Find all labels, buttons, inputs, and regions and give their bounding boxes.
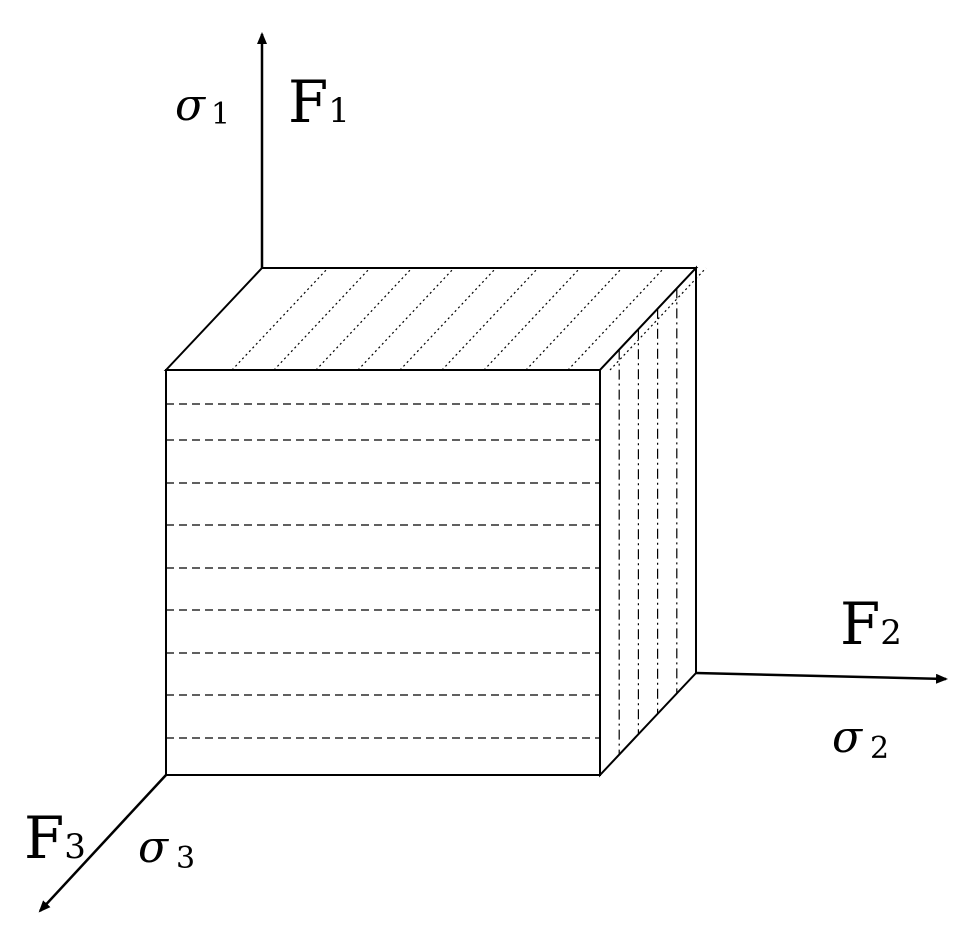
top-hatch-line — [609, 267, 707, 371]
top-face-dotted-lines — [231, 267, 707, 371]
force-1-label: F1 — [288, 68, 350, 136]
cube-front-face — [165, 369, 601, 776]
force-3-label: F3 — [24, 804, 86, 872]
top-hatch-line — [399, 267, 497, 371]
top-hatch-line — [567, 267, 665, 371]
top-hatch-line — [483, 267, 581, 371]
top-hatch-line — [315, 267, 413, 371]
axis-3-arrow — [38, 774, 167, 913]
top-hatch-line — [273, 267, 371, 371]
top-hatch-line — [357, 267, 455, 371]
top-hatch-line — [231, 267, 329, 371]
top-hatch-line — [441, 267, 539, 371]
force-2-label: F2 — [840, 590, 902, 658]
right-face-dashdot-lines — [618, 288, 678, 755]
top-hatch-line — [525, 267, 623, 371]
cube — [163, 265, 699, 778]
front-face-dashed-lines — [166, 403, 600, 739]
axis-2-arrow — [695, 671, 948, 684]
